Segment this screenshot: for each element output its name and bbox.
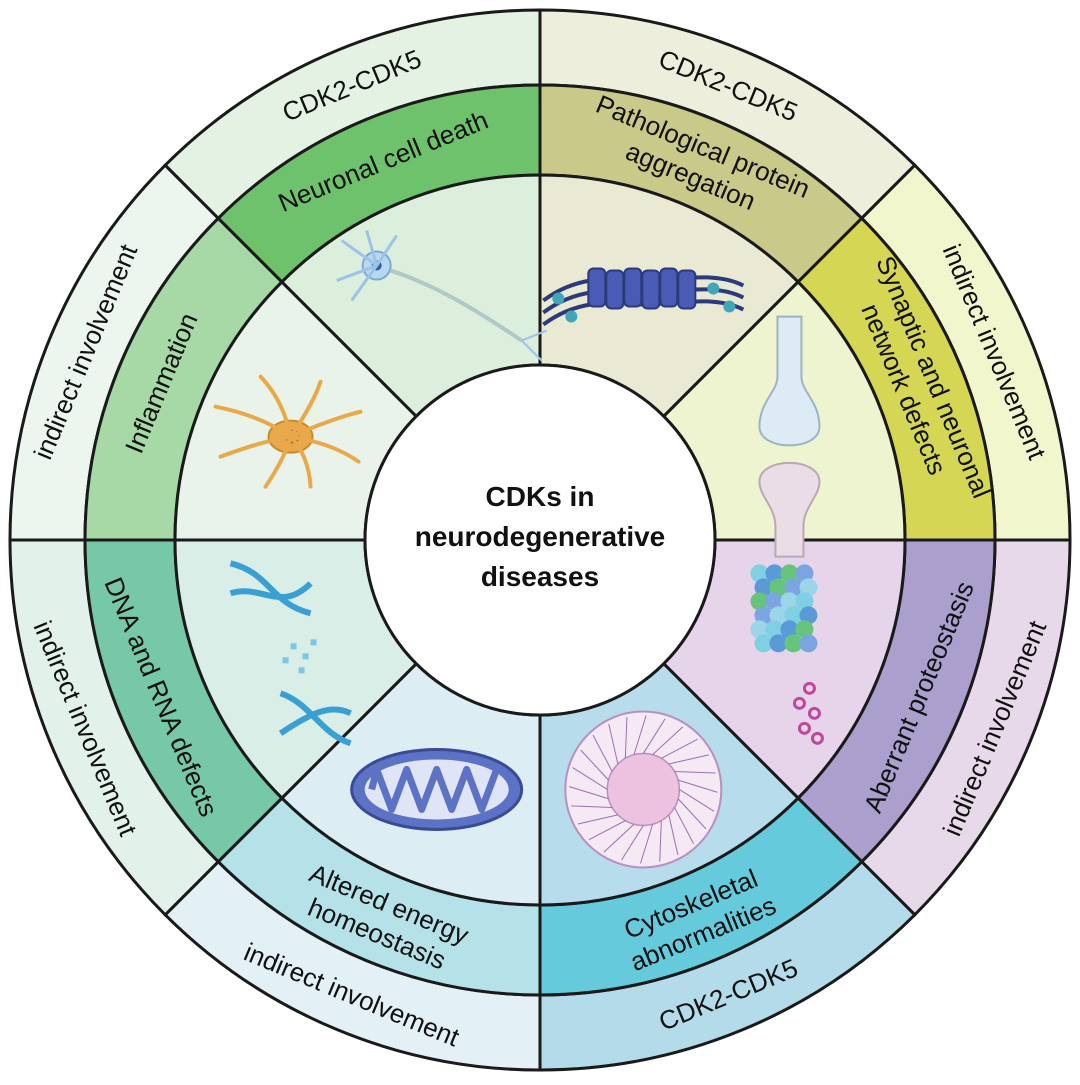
tau-filament-icon <box>542 267 745 327</box>
neuron-icon <box>336 230 548 362</box>
synapse-icon <box>758 315 821 558</box>
mitochondrion-icon <box>350 747 524 831</box>
proteasome-icon <box>750 564 824 745</box>
sector-layer <box>8 8 1072 1072</box>
dna-helix-icon <box>229 560 352 747</box>
center-circle <box>363 363 717 717</box>
center-circle-group: CDKs in neurodegenerative diseases <box>363 363 717 717</box>
cytoskeleton-cell-icon <box>564 710 723 869</box>
icon-layer <box>213 230 824 869</box>
center-title-line-2: neurodegenerative <box>415 521 666 552</box>
center-title-line-3: diseases <box>481 561 599 592</box>
center-title-line-1: CDKs in <box>486 481 595 512</box>
microglia-icon <box>213 374 363 489</box>
